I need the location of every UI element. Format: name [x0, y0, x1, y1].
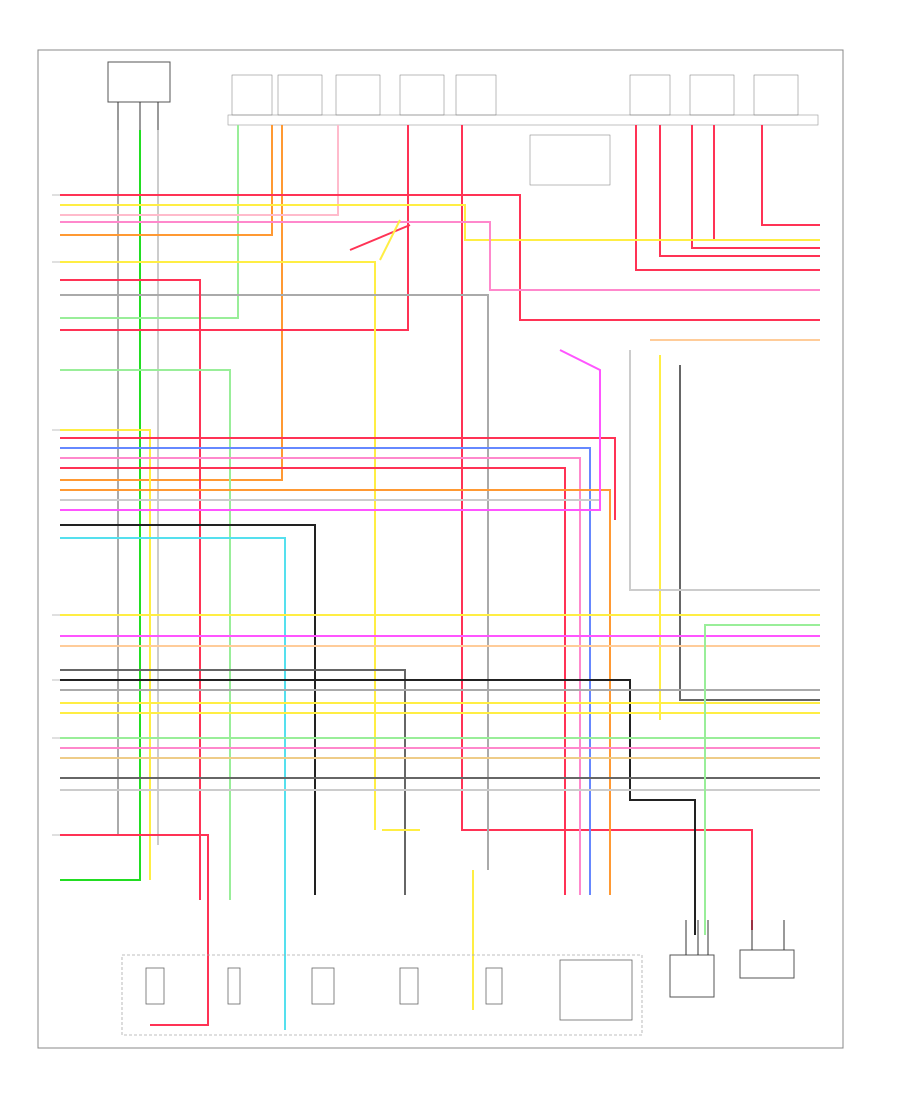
- top-control-module: [107, 61, 171, 103]
- bottom-components: [145, 959, 633, 1021]
- wires: [60, 125, 820, 1030]
- top-connector-strip: [227, 114, 819, 126]
- left-pin-ticks: [52, 194, 60, 836]
- junction-block: [529, 134, 611, 186]
- bottom-right-pins: [685, 920, 785, 955]
- bottom-right-module-1: [669, 954, 715, 998]
- bottom-group-frame: [121, 954, 643, 1036]
- bottom-right-module-2: [739, 949, 795, 979]
- top-connector-blocks: [231, 74, 799, 116]
- top-connector-pins: [117, 102, 159, 130]
- diagram-frame: [37, 49, 844, 1049]
